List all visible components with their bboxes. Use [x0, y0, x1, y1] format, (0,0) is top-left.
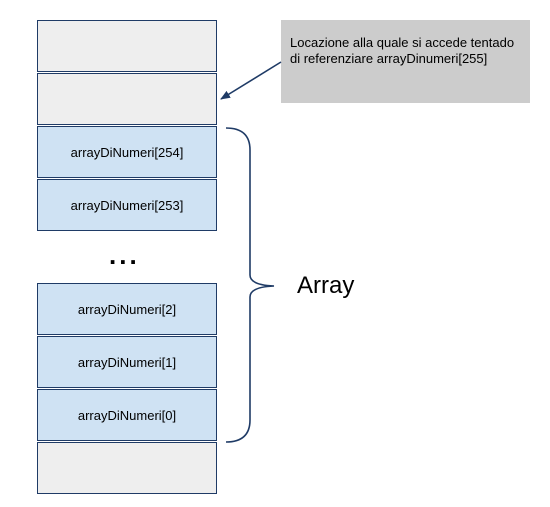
- ellipsis: ...: [109, 240, 140, 270]
- array-cell-253: arrayDiNumeri[253]: [37, 179, 217, 231]
- callout-text: Locazione alla quale si accede tentado d…: [290, 35, 515, 66]
- array-brace: [225, 127, 275, 443]
- callout-arrow: [220, 61, 282, 100]
- memory-cell-out-of-bounds: [37, 73, 217, 125]
- array-cell-label: arrayDiNumeri[1]: [77, 354, 177, 370]
- array-cell-label: arrayDiNumeri[254]: [70, 144, 184, 160]
- array-cell-0: arrayDiNumeri[0]: [37, 389, 217, 441]
- array-brace-label: Array: [297, 272, 355, 299]
- array-cell-label: arrayDiNumeri[253]: [70, 197, 184, 213]
- array-cell-2: arrayDiNumeri[2]: [37, 283, 217, 335]
- array-cell-label: arrayDiNumeri[0]: [77, 407, 177, 423]
- array-cell-1: arrayDiNumeri[1]: [37, 336, 217, 388]
- array-cell-label: arrayDiNumeri[2]: [77, 301, 177, 317]
- callout-note: Locazione alla quale si accede tentado d…: [281, 20, 530, 103]
- array-cell-254: arrayDiNumeri[254]: [37, 126, 217, 178]
- memory-cell-empty-bottom: [37, 442, 217, 494]
- memory-cell-empty-top-1: [37, 20, 217, 72]
